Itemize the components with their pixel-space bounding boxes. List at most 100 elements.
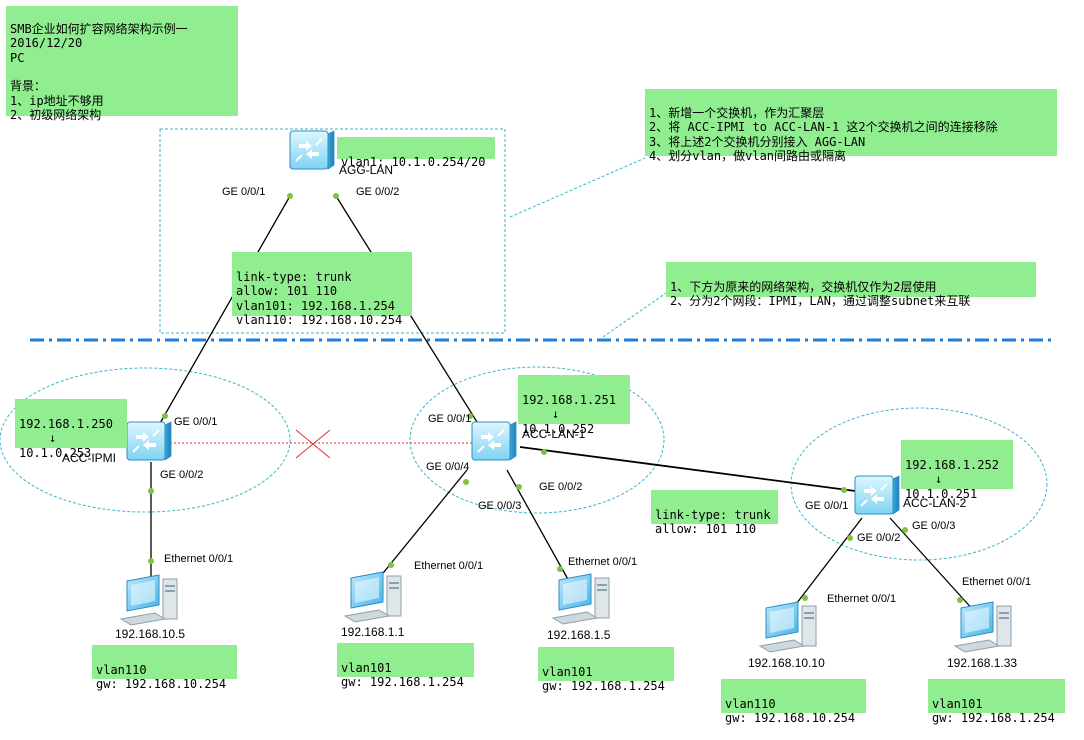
change-item-2: 2、将 ACC-IPMI to ACC-LAN-1 这2个交换机之间的连接移除: [649, 120, 998, 134]
pc4-gateway: gw: 192.168.10.254: [725, 711, 856, 725]
acc-lan2-ip-note: 192.168.1.252↓10.1.0.251: [901, 440, 1013, 501]
acc-lan2-label: ACC-LAN-2: [903, 496, 967, 510]
port-lan1-ge003: GE 0/0/3: [478, 500, 522, 512]
header-reason-1: 1、ip地址不够用: [10, 93, 104, 108]
lan1-arrow: ↓: [552, 407, 560, 421]
acc-lan2-switch-icon: [854, 475, 900, 515]
acc-lan1-switch-icon: [471, 421, 517, 461]
agg-lan-switch-icon: [289, 130, 335, 170]
port-pc5-eth: Ethernet 0/0/1: [962, 576, 1032, 588]
pc2-vlan: vlan101: [341, 660, 392, 675]
pc3-gateway: gw: 192.168.1.254: [542, 679, 665, 693]
pc3-icon: [552, 573, 610, 625]
acc-ipmi-label: ACC-IPMI: [62, 451, 116, 465]
port-lan1-ge002: GE 0/0/2: [539, 481, 583, 493]
lan2-ip-to: 10.1.0.251: [905, 486, 978, 501]
acc-lan2-zone: [790, 407, 1048, 561]
agg-vlan-note: vlan1: 10.1.0.254/20: [337, 137, 495, 169]
port-lan2-ge002: GE 0/0/2: [857, 532, 901, 544]
pc1-ip: 192.168.10.5: [115, 627, 186, 641]
header-reason-2: 2、初级网络架构: [10, 108, 102, 122]
port-agg-ge001: GE 0/0/1: [222, 186, 266, 198]
lan2-ip-from: 192.168.1.252: [905, 457, 999, 472]
pc2-icon: [344, 571, 402, 623]
port-agg-ge002: GE 0/0/2: [356, 186, 400, 198]
acc-lan1-label: ACC-LAN-1: [522, 427, 586, 441]
pc4-vlan: vlan110: [725, 696, 776, 711]
port-pc1-eth: Ethernet 0/0/1: [164, 553, 234, 565]
port-pc3-eth: Ethernet 0/0/1: [568, 556, 638, 568]
pc4-ip: 192.168.10.10: [748, 656, 825, 670]
x-mark-icon: [295, 429, 331, 459]
acc-lan1-ip-note: 192.168.1.251↓10.1.0.252: [518, 375, 630, 436]
pc5-ip: 192.168.1.33: [947, 656, 1018, 670]
port-pc4-eth: Ethernet 0/0/1: [827, 593, 897, 605]
pc3-vlan: vlan101: [542, 664, 593, 679]
legacy-item-2: 2、分为2个网段：IPMI，LAN，通过调整subnet来互联: [670, 294, 971, 308]
pc2-gateway: gw: 192.168.1.254: [341, 675, 464, 689]
lan1-ip-to: 10.1.0.252: [522, 421, 595, 436]
pc3-ip: 192.168.1.5: [547, 628, 611, 642]
agg-vlan1-address: vlan1: 10.1.0.254/20: [341, 154, 486, 169]
header-date: 2016/12/20: [10, 36, 83, 50]
link-lan1-lan2: [519, 446, 864, 493]
port-lan1-ge004: GE 0/0/4: [426, 461, 470, 473]
agg-layer-box: [159, 128, 506, 334]
link-lan2-pc4: [789, 517, 863, 613]
port-ipmi-ge002: GE 0/0/2: [160, 469, 204, 481]
network-diagram-canvas: [0, 128, 1055, 653]
trunk-link-type: link-type: trunk: [236, 269, 352, 284]
change-item-3: 3、将上述2个交换机分别接入 AGG-LAN: [649, 134, 866, 149]
acc-lan1-zone: [409, 366, 665, 514]
ipmi-arrow: ↓: [49, 431, 57, 445]
pc1-icon: [120, 574, 178, 626]
pc2-ip: 192.168.1.1: [341, 625, 405, 639]
trunk-vlan101: vlan101: 192.168.1.254: [236, 298, 395, 313]
header-author: PC: [10, 50, 25, 65]
agg-lan-label: AGG-LAN: [339, 163, 394, 177]
callout-line-changes: [509, 157, 646, 218]
pc5-vlan: vlan101: [932, 696, 983, 711]
pc1-gateway: gw: 192.168.10.254: [96, 677, 227, 691]
ipmi-ip-to: 10.1.0.253: [19, 445, 92, 460]
change-item-4: 4、划分vlan，做vlan间路由或隔离: [649, 149, 847, 163]
header-background-label: 背景：: [10, 79, 47, 93]
port-lan2-ge001: GE 0/0/1: [805, 500, 849, 512]
acc-ipmi-zone: [0, 367, 291, 513]
legacy-item-1: 1、下方为原来的网络架构，交换机仅作为2层使用: [670, 279, 937, 294]
link-lan2-pc5: [889, 517, 976, 613]
lan2-trunk-link-type: link-type: trunk: [655, 507, 771, 522]
port-lan1-ge001: GE 0/0/1: [428, 413, 472, 425]
lan2-arrow: ↓: [935, 472, 943, 486]
header-blank: [10, 65, 234, 79]
trunk-allow: allow: 101 110: [236, 284, 338, 298]
pc1-vlan: vlan110: [96, 662, 147, 677]
pc5-gateway: gw: 192.168.1.254: [932, 711, 1055, 725]
header-title: SMB企业如何扩容网络架构示例一: [10, 21, 188, 36]
port-lan2-ge003: GE 0/0/3: [912, 520, 956, 532]
pc5-icon: [954, 601, 1012, 653]
lan1-ip-from: 192.168.1.251: [522, 392, 616, 407]
acc-ipmi-switch-icon: [126, 421, 172, 461]
link-agg-ipmi: [154, 195, 291, 433]
link-endpoints: [148, 193, 963, 603]
port-pc2-eth: Ethernet 0/0/1: [414, 560, 484, 572]
pc4-icon: [759, 601, 817, 653]
acc-ipmi-ip-note: 192.168.1.250↓10.1.0.253: [15, 399, 127, 460]
ipmi-ip-from: 192.168.1.250: [19, 416, 113, 431]
port-ipmi-ge001: GE 0/0/1: [174, 416, 218, 428]
change-item-1: 1、新增一个交换机，作为汇聚层: [649, 105, 825, 120]
callout-line-legacy: [602, 292, 667, 338]
lan2-trunk-allow: allow: 101 110: [655, 522, 757, 536]
trunk-vlan110: vlan110: 192.168.10.254: [236, 313, 403, 327]
